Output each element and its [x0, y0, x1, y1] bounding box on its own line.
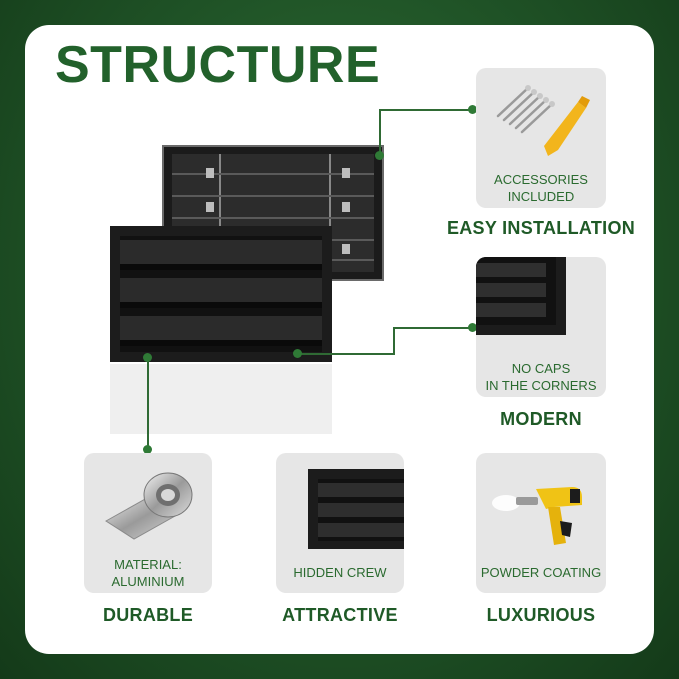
connector-line [379, 109, 381, 157]
connector-dot [143, 445, 152, 454]
tile-caption-line: HIDDEN CREW [293, 565, 387, 580]
feature-tile-modern: NO CAPS IN THE CORNERS [476, 257, 606, 397]
feature-tile-attractive: HIDDEN CREW [276, 453, 404, 593]
product-illustration [110, 145, 384, 434]
feature-label-durable: DURABLE [102, 605, 194, 625]
connector-dot [468, 323, 477, 332]
connector-dot [293, 349, 302, 358]
tile-caption-line: INCLUDED [507, 189, 575, 204]
connector-dot [375, 151, 384, 160]
spray-gun-icon [492, 487, 582, 545]
feature-tile-durable: MATERIAL: ALUMINIUM [84, 453, 212, 593]
feature-label-attractive: ATTRACTIVE [282, 605, 398, 625]
tile-caption-line: POWDER COATING [480, 565, 602, 580]
feature-tile-luxurious: POWDER COATING [476, 453, 606, 593]
grille-corner-icon [476, 257, 566, 335]
infographic-card: STRUCTURE [25, 25, 654, 654]
tile-caption-line: IN THE CORNERS [485, 378, 597, 393]
connector-line [147, 357, 149, 451]
connector-dot [468, 105, 477, 114]
connector-line [393, 327, 471, 329]
tile-caption-line: ACCESSORIES [494, 172, 588, 187]
connector-line [297, 353, 393, 355]
feature-label-modern: MODERN [500, 409, 582, 429]
feature-label-easy-installation: EASY INSTALLATION [446, 218, 636, 238]
aluminium-roll-icon [105, 472, 193, 540]
louvre-grille-icon [308, 469, 404, 549]
tile-caption-line: MATERIAL: [114, 557, 182, 572]
page-title: STRUCTURE [55, 36, 381, 94]
connector-line [379, 109, 471, 111]
screws-and-spatula-icon [496, 85, 590, 156]
feature-label-luxurious: LUXURIOUS [486, 605, 596, 625]
feature-tile-accessories: ACCESSORIES INCLUDED [476, 68, 606, 208]
connector-line [393, 327, 395, 355]
tile-caption-line: NO CAPS [511, 361, 571, 376]
connector-dot [143, 353, 152, 362]
tile-caption-line: ALUMINIUM [111, 574, 185, 589]
